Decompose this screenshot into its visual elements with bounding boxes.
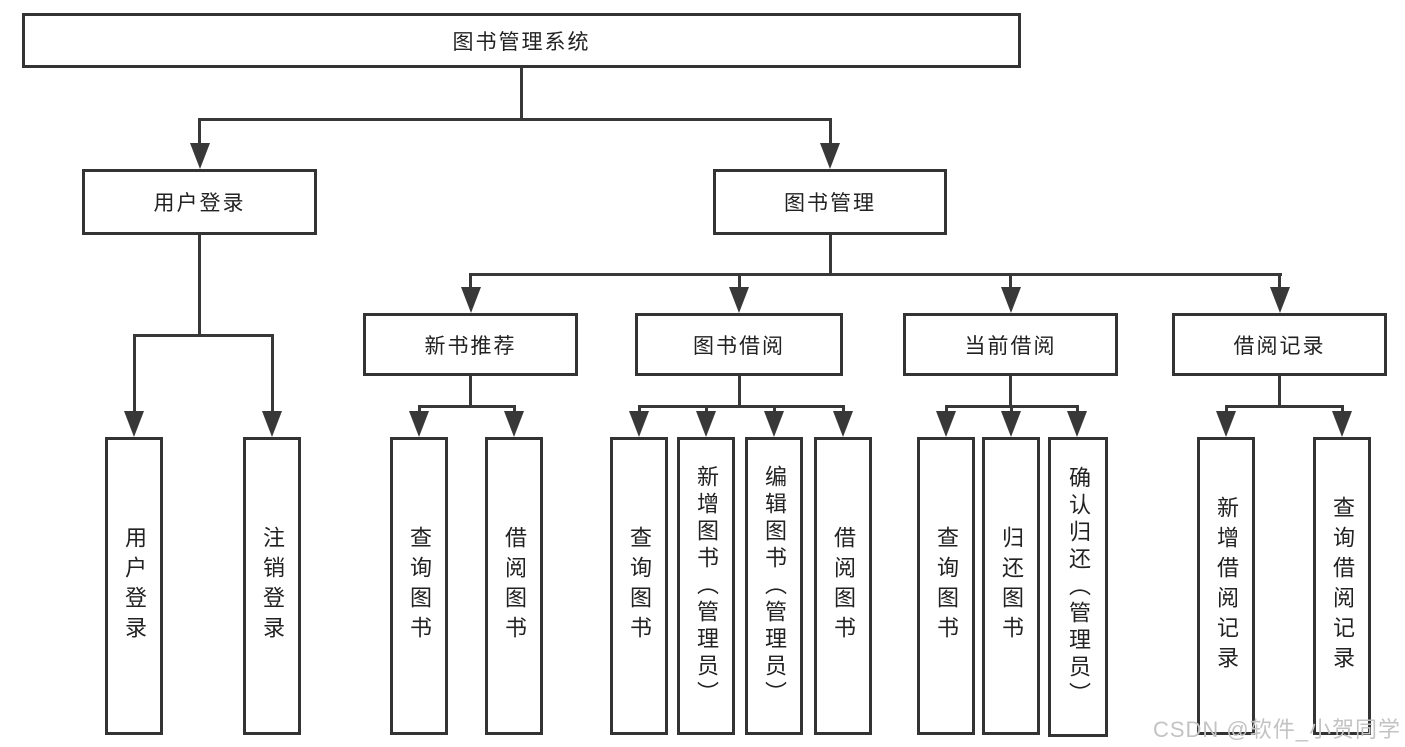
- connector-line-vertical: [469, 376, 472, 408]
- leaf-add-borrow-record-label: 新增借阅记录: [1214, 496, 1239, 676]
- connector-arrowhead-down: [1332, 411, 1352, 437]
- node-borrow-record-label: 借阅记录: [1233, 334, 1326, 358]
- connector-line-vertical: [132, 337, 136, 415]
- connector-arrowhead-down: [820, 143, 840, 169]
- leaf-add-borrow-record: 新增借阅记录: [1197, 437, 1255, 735]
- node-book-borrow: 图书借阅: [635, 313, 843, 376]
- connector-line-horizontal: [417, 405, 516, 408]
- connector-arrowhead-down: [1000, 287, 1021, 313]
- node-current-borrow-label: 当前借阅: [964, 334, 1057, 358]
- leaf-add-book-admin: 新增图书（管理员）: [677, 437, 735, 735]
- connector-line-horizontal: [132, 334, 274, 337]
- leaf-query-book-2: 查询图书: [610, 437, 668, 735]
- leaf-query-book-3-label: 查询图书: [934, 526, 959, 646]
- leaf-return-book: 归还图书: [982, 437, 1040, 735]
- leaf-logout-label: 注销登录: [260, 526, 285, 646]
- leaf-user-login-label: 用户登录: [122, 526, 147, 646]
- connector-line-vertical: [198, 121, 201, 147]
- connector-arrowhead-down: [833, 411, 853, 437]
- leaf-borrow-book-1-label: 借阅图书: [502, 526, 527, 646]
- connector-line-horizontal: [1224, 405, 1344, 408]
- leaf-edit-book-admin-label: 编辑图书（管理员）: [762, 464, 787, 708]
- leaf-return-book-label: 归还图书: [999, 526, 1024, 646]
- connector-line-horizontal: [198, 118, 832, 121]
- node-borrow-record: 借阅记录: [1172, 313, 1387, 376]
- leaf-confirm-return-admin-label: 确认归还（管理员）: [1066, 465, 1091, 709]
- leaf-borrow-book-2: 借阅图书: [814, 437, 872, 735]
- connector-arrowhead-down: [460, 287, 481, 313]
- leaf-query-book-1-label: 查询图书: [407, 526, 432, 646]
- leaf-logout: 注销登录: [243, 437, 301, 735]
- node-root: 图书管理系统: [22, 13, 1021, 68]
- connector-arrowhead-down: [189, 143, 210, 169]
- connector-arrowhead-down: [409, 411, 429, 437]
- leaf-query-book-1: 查询图书: [390, 437, 448, 735]
- connector-arrowhead-down: [262, 411, 282, 437]
- node-book-management-label: 图书管理: [784, 192, 876, 215]
- connector-line-vertical: [469, 276, 472, 291]
- leaf-edit-book-admin: 编辑图书（管理员）: [745, 437, 803, 735]
- leaf-add-book-admin-label: 新增图书（管理员）: [694, 464, 719, 708]
- leaf-borrow-book-1: 借阅图书: [485, 437, 543, 735]
- connector-line-vertical: [828, 235, 832, 276]
- leaf-query-book-3: 查询图书: [917, 437, 975, 735]
- leaf-borrow-book-2-label: 借阅图书: [831, 526, 856, 646]
- leaf-confirm-return-admin: 确认归还（管理员）: [1048, 437, 1108, 737]
- connector-arrowhead-down: [764, 411, 784, 437]
- connector-line-horizontal: [637, 405, 845, 408]
- connector-line-vertical: [198, 235, 201, 337]
- leaf-query-book-2-label: 查询图书: [627, 526, 652, 646]
- connector-arrowhead-down: [504, 411, 524, 437]
- node-root-label: 图书管理系统: [452, 30, 591, 54]
- node-book-borrow-label: 图书借阅: [693, 334, 785, 358]
- node-user-login: 用户登录: [82, 169, 317, 235]
- connector-line-vertical: [1278, 276, 1281, 291]
- connector-arrowhead-down: [629, 411, 649, 437]
- node-book-management: 图书管理: [713, 169, 947, 235]
- connector-line-vertical: [270, 337, 274, 415]
- connector-line-vertical: [737, 276, 741, 291]
- connector-arrowhead-down: [124, 411, 144, 437]
- connector-arrowhead-down: [1001, 411, 1021, 437]
- node-current-borrow: 当前借阅: [903, 313, 1118, 376]
- connector-line-horizontal: [469, 273, 1282, 276]
- connector-line-horizontal: [944, 405, 1079, 408]
- connector-arrowhead-down: [1067, 411, 1087, 437]
- connector-arrowhead-down: [1269, 287, 1290, 313]
- node-new-book-recommend: 新书推荐: [363, 313, 578, 376]
- leaf-query-borrow-record-label: 查询借阅记录: [1330, 496, 1355, 676]
- connector-arrowhead-down: [696, 411, 716, 437]
- connector-line-vertical: [737, 376, 741, 408]
- leaf-user-login: 用户登录: [105, 437, 163, 735]
- csdn-watermark: CSDN @软件_小贺同学: [1152, 717, 1401, 742]
- connector-line-vertical: [1278, 376, 1281, 408]
- leaf-query-borrow-record: 查询借阅记录: [1313, 437, 1371, 735]
- connector-line-vertical: [1009, 376, 1012, 408]
- node-new-book-recommend-label: 新书推荐: [424, 334, 517, 358]
- node-user-login-label: 用户登录: [153, 192, 246, 215]
- connector-arrowhead-down: [936, 411, 956, 437]
- connector-arrowhead-down: [729, 287, 749, 313]
- connector-line-vertical: [519, 68, 523, 121]
- connector-line-vertical: [1009, 276, 1012, 291]
- connector-arrowhead-down: [1216, 411, 1236, 437]
- connector-line-vertical: [828, 121, 832, 147]
